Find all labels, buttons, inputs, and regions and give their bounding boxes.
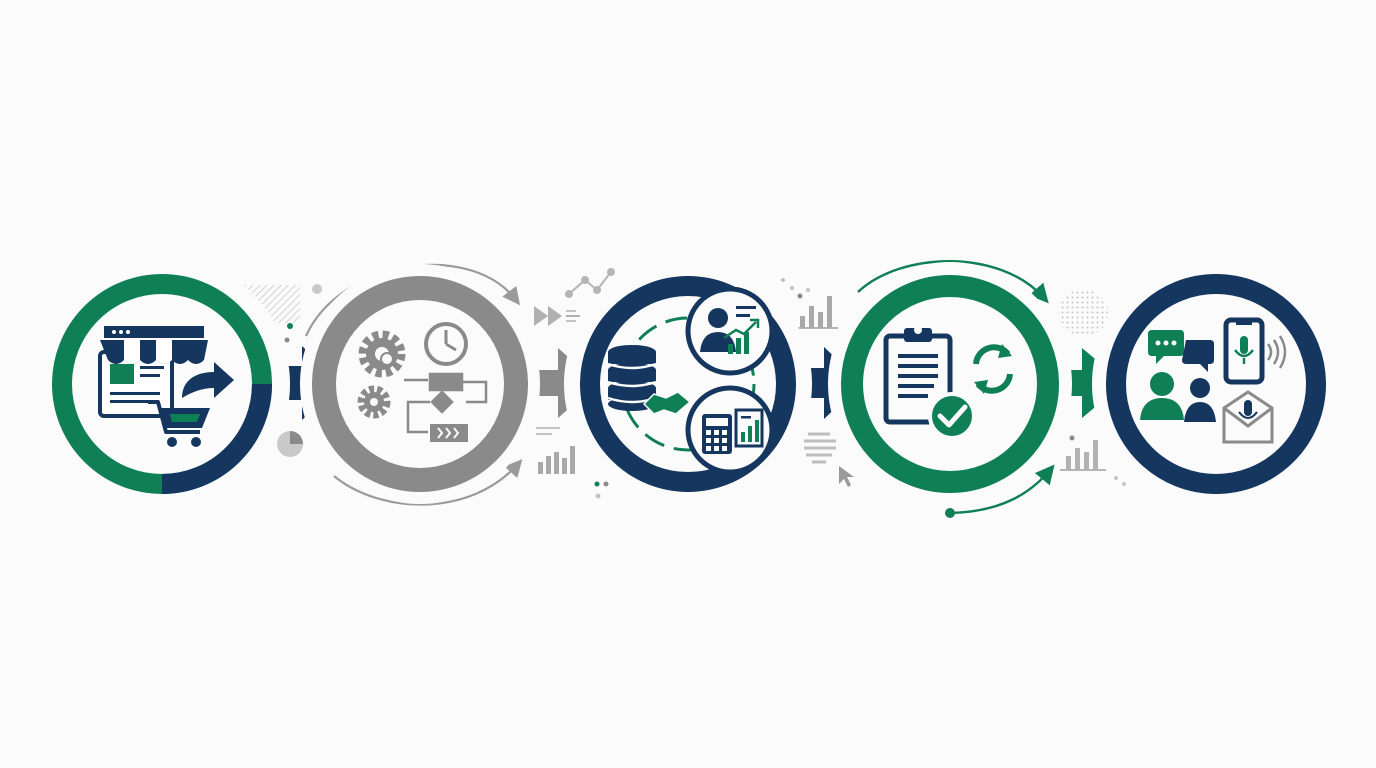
storefront-icon: [100, 326, 208, 364]
envelope-microphone-icon: [1222, 390, 1274, 444]
user-growth-badge: [685, 286, 775, 376]
decor-dot: [312, 284, 322, 294]
stage-communication: [1092, 260, 1340, 508]
smartphone-microphone-icon: [1223, 317, 1265, 385]
gear-icon: [358, 330, 406, 378]
bar-chart-icon: [796, 296, 838, 329]
orbit-start-dot: [945, 508, 955, 518]
decor-dot: [287, 323, 293, 329]
cursor-icon: [839, 466, 854, 487]
calculator-icon: [702, 414, 732, 454]
orbit-arrow-top: [857, 260, 1049, 304]
user-growth-icon: [700, 306, 760, 354]
handshake-icon: [642, 391, 692, 415]
document-chart-icon: [734, 408, 764, 448]
flowchart-icon: [404, 372, 488, 434]
ring-segment: [161, 383, 272, 494]
stage-data-finance: [564, 260, 812, 508]
bar-chart-icon: [538, 446, 575, 474]
dot-grid-icon: [1058, 290, 1108, 336]
stage-processing: [300, 264, 540, 504]
sound-waves-icon: [1266, 335, 1287, 369]
checkmark-icon: [928, 392, 976, 440]
gear-icon: [357, 385, 391, 419]
decor-dots: [781, 278, 810, 299]
bar-chart-icon: [1060, 440, 1106, 471]
clipboard-icon: [883, 326, 953, 425]
stage-storefront: [34, 256, 290, 512]
conveyor-icon: [430, 424, 468, 442]
pie-chart-icon: [277, 431, 303, 457]
finance-badge: [685, 385, 775, 475]
shopping-cart-icon: [148, 400, 210, 447]
orbit-arrow-bottom: [949, 464, 1055, 515]
line-chart-icon: [565, 268, 615, 298]
chat-bubbles-icon: [1148, 330, 1214, 372]
decor-dots: [594, 481, 609, 499]
refresh-icon: [973, 344, 1013, 394]
decor-lines: [536, 427, 560, 435]
fast-forward-icon: [534, 306, 580, 326]
stage-verification: [828, 262, 1072, 506]
people-icon: [1140, 372, 1216, 422]
curved-arrow-icon: [182, 362, 234, 398]
globe-lines-icon: [804, 432, 836, 464]
database-icon: [607, 345, 657, 411]
clock-icon: [424, 322, 468, 366]
orbit-arrow-bottom: [333, 459, 523, 506]
decor-dot: [284, 337, 290, 343]
